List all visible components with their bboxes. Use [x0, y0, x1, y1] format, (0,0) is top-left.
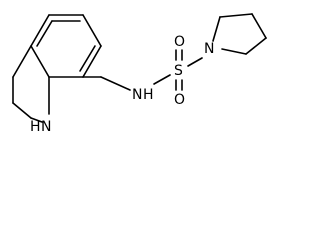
bond-ring — [30, 14, 50, 47]
bond-ring — [219, 13, 253, 18]
atom-label-oxygen-bottom: O — [174, 92, 185, 108]
atom-label-oxygen-top: O — [174, 34, 185, 50]
atom-label-amide-n: N — [132, 87, 142, 103]
bond-ring — [30, 117, 43, 123]
bond-linker — [153, 74, 171, 85]
atom-label-sulfur: S — [174, 63, 183, 79]
atom-label-ring-nh-n: N — [41, 119, 51, 135]
bond-ring — [12, 45, 32, 78]
sulfonamide-linker — [82, 74, 171, 91]
bond-ring — [221, 48, 247, 55]
atom-label-amide-h: H — [143, 87, 154, 103]
atom-label-ring-nh-h: H — [30, 119, 41, 135]
chemical-structure: N H S O O N H N — [12, 13, 267, 135]
bond-ring — [82, 45, 102, 78]
saturated-ring — [12, 45, 50, 123]
bond-s-n — [187, 57, 203, 67]
bond-ring — [82, 14, 102, 47]
bond-ring — [12, 102, 32, 119]
bond-ring — [79, 45, 96, 72]
bond-ring — [30, 45, 50, 78]
bond-ring — [212, 16, 221, 42]
bond-linker — [100, 76, 131, 91]
atom-labels: N H S O O N H N — [30, 34, 214, 135]
atom-label-pyrrolidine-n: N — [204, 41, 214, 57]
bond-ring — [36, 20, 53, 47]
bond-ring — [245, 37, 267, 55]
sulfonyl-group — [175, 49, 203, 91]
bond-ring — [251, 13, 267, 39]
pyrrolidine-ring — [212, 13, 267, 55]
benzene-ring — [30, 14, 102, 78]
